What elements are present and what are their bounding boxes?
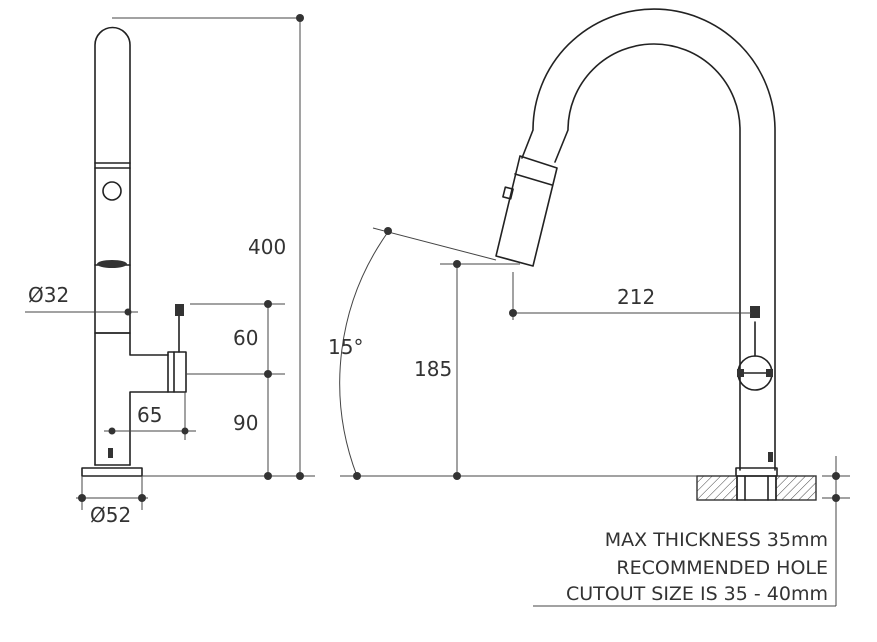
dim-dot <box>832 494 840 502</box>
dim-dot <box>124 308 132 316</box>
dim-dot <box>353 472 361 480</box>
dim-dot <box>453 260 461 268</box>
front-lever-cap-left <box>737 369 744 377</box>
dim-dot <box>264 472 272 480</box>
dim-15-ref-line <box>372 227 497 261</box>
note-line-3: CUTOUT SIZE IS 35 - 40mm <box>566 583 828 605</box>
gooseneck-inner <box>554 43 741 471</box>
side-view: 400 Ø32 60 90 65 Ø52 <box>25 14 315 527</box>
dim-dot <box>296 14 304 22</box>
side-spout-outline <box>94 26 131 313</box>
side-screw-icon <box>108 448 113 458</box>
dim-label-400: 400 <box>248 235 286 259</box>
dim-dot <box>832 472 840 480</box>
dim-label-15: 15° <box>328 335 363 359</box>
dim-dot <box>138 494 146 502</box>
dim-label-60: 60 <box>233 326 258 350</box>
side-lever-knob <box>175 304 184 316</box>
front-lever-cap-right <box>766 369 773 377</box>
dim-label-52: Ø52 <box>90 503 131 527</box>
dim-dot <box>509 309 517 317</box>
dim-label-185: 185 <box>414 357 452 381</box>
side-body-outline <box>94 311 169 466</box>
dim-dot <box>751 309 759 317</box>
note-line-1: MAX THICKNESS 35mm <box>605 529 828 551</box>
dim-dot <box>181 427 189 435</box>
front-base-plate <box>735 467 778 477</box>
spray-head-outline <box>495 155 558 267</box>
dim-label-90: 90 <box>233 411 258 435</box>
side-lever-boss <box>167 351 187 393</box>
dim-15-arc <box>339 231 389 477</box>
dim-label-32: Ø32 <box>28 283 69 307</box>
note-line-2: RECOMMENDED HOLE <box>616 557 828 579</box>
dim-dot <box>264 370 272 378</box>
dim-dot <box>453 472 461 480</box>
front-screw-icon <box>768 452 773 462</box>
spray-face-icon <box>97 260 127 268</box>
dim-dot <box>78 494 86 502</box>
countertop-left-section <box>696 475 738 501</box>
dim-dot <box>108 427 116 435</box>
gooseneck-outer <box>521 8 776 471</box>
dim-dot <box>384 227 392 235</box>
front-view: 15° 185 212 MAX THICKNESS 35mm RECOMMEND… <box>328 8 850 607</box>
dim-dot <box>296 472 304 480</box>
dim-label-65: 65 <box>137 403 162 427</box>
dim-label-212: 212 <box>617 285 655 309</box>
spray-head-band <box>514 173 553 186</box>
countertop-right-section <box>775 475 817 501</box>
mounting-shank <box>736 475 777 501</box>
spray-head-button <box>502 186 514 200</box>
side-base-plate <box>81 467 143 477</box>
dim-dot <box>264 300 272 308</box>
spray-button-icon <box>102 181 122 201</box>
